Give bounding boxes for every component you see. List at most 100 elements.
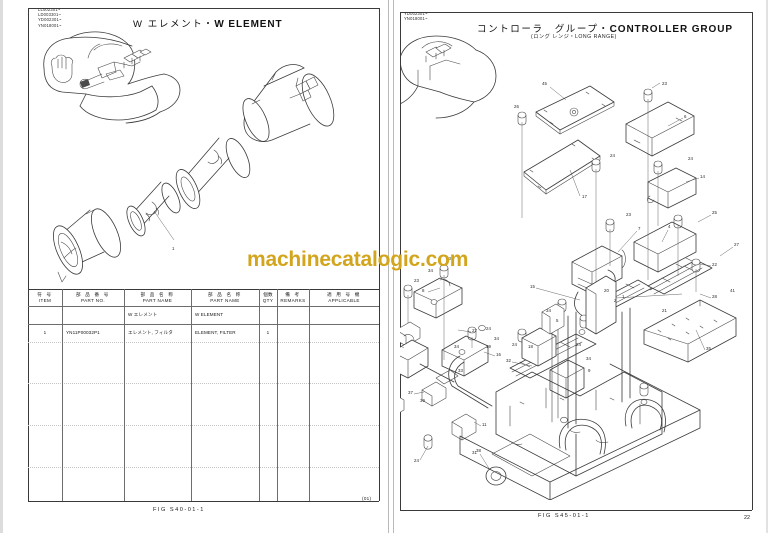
callout-leader-1: 1 — [153, 210, 175, 251]
table-row-qty: 1 — [266, 330, 270, 335]
machine-silhouette — [400, 35, 497, 119]
table-col-sep-partno — [124, 289, 125, 501]
callout-number-6: 6 — [684, 114, 687, 119]
side-panel-35 — [643, 299, 737, 363]
table-header-part-no: 部 品 番 号 PART NO. — [62, 292, 124, 304]
table-header-qty-en: QTY — [262, 298, 274, 303]
callout-number-22: 22 — [712, 262, 717, 267]
bolt — [639, 382, 649, 397]
valve-30 — [400, 334, 429, 379]
parts-table: 符 号 ITEM 部 品 番 号 PART NO. 部 品 名 称 PART N… — [28, 289, 379, 501]
left-illustration-air-cleaner: 1 — [28, 28, 379, 286]
page-edge-right — [766, 0, 768, 533]
nut — [560, 416, 568, 424]
table-header-part-no-jp: 部 品 番 号 — [75, 292, 111, 297]
callout-number-8: 8 — [422, 288, 425, 293]
valve-block-19 — [521, 327, 557, 367]
table-grouprow-rule — [28, 324, 379, 325]
callout-number-27b: 27 — [472, 328, 477, 333]
callout-number-34c: 34 — [546, 308, 551, 313]
right-illustration-controller-group: 45 26 23 6 24 24 14 17 23 7 25 — [400, 30, 752, 500]
callout-number-33: 33 — [458, 368, 463, 373]
callout-number-24: 24 — [610, 153, 615, 158]
callout-number-14: 14 — [700, 174, 705, 179]
callout-number-19: 19 — [486, 344, 491, 349]
callout-number-34d: 34 — [494, 336, 499, 341]
table-header-item-en: ITEM — [38, 298, 52, 303]
valve-block-9 — [549, 359, 585, 399]
table-header-part-no-en: PART NO. — [81, 298, 105, 303]
left-frame-left — [28, 8, 29, 501]
inner-filter-element — [126, 181, 181, 237]
callout-number-1: 1 — [172, 246, 175, 251]
air-cleaner-housing — [242, 64, 335, 142]
table-header-applicable-jp: 適 用 号 機 — [326, 292, 362, 297]
nut — [578, 329, 586, 335]
callout-number-34e: 34 — [586, 356, 591, 361]
table-col-sep-remarks — [309, 289, 310, 501]
callout-number-20: 20 — [604, 288, 609, 293]
table-header-rule — [28, 306, 379, 307]
table-header-part-name-en: 部 品 名 称 PART NAME — [191, 292, 259, 304]
right-figure-title-en: CONTROLLER GROUP — [609, 24, 733, 35]
callout-number-18: 18 — [528, 344, 533, 349]
callout-numbers: 45 26 23 6 24 24 14 17 23 7 25 — [400, 81, 739, 463]
callout-number-24c: 24 — [486, 326, 491, 331]
table-header-part-name-en-en: PART NAME — [210, 298, 240, 303]
table-col-sep-partname-jp — [191, 289, 192, 501]
callout-number-9: 9 — [588, 368, 591, 373]
table-header-remarks: 備 考 REMARKS — [277, 292, 309, 304]
callout-number-39: 39 — [420, 398, 425, 403]
right-figure-subtitle: (ロング レンジ・LONG RANGE) — [531, 34, 617, 40]
left-revision-code: (01) — [362, 496, 372, 501]
table-header-remarks-jp: 備 考 — [285, 292, 301, 297]
bracket-10 — [541, 303, 565, 335]
table-row-part-no: YN11P00032P1 — [66, 330, 100, 335]
table-header-part-name-en-jp: 部 品 名 称 — [207, 292, 243, 297]
callout-number-21: 21 — [662, 308, 667, 313]
right-figure-title-jp: コントローラ グループ・ — [477, 24, 610, 35]
callout-number-17: 17 — [582, 194, 587, 199]
callout-number-2: 2 — [614, 298, 617, 303]
bolt-24-lower — [419, 434, 433, 461]
callout-number-38: 38 — [476, 448, 481, 453]
table-col-sep-item — [62, 289, 63, 501]
callout-number-23d: 23 — [446, 256, 451, 261]
bolt — [605, 218, 615, 266]
cap-38 — [479, 453, 507, 486]
table-guide-row — [28, 383, 379, 384]
right-figure-number: FIG S45-01-1 — [538, 513, 590, 519]
callout-number-35: 35 — [706, 346, 711, 351]
table-group-row-name-jp: W エレメント — [128, 312, 158, 317]
callout-number-5: 5 — [556, 318, 559, 323]
controller-box-6 — [625, 101, 695, 157]
table-guide-row — [28, 342, 379, 343]
page-gutter-line-right — [393, 0, 394, 533]
callout-number-15: 15 — [530, 284, 535, 289]
valve-29 — [400, 321, 421, 347]
fitting-37 — [421, 381, 447, 407]
callout-number-24d: 24 — [512, 342, 517, 347]
nut — [640, 399, 648, 405]
fitting-11 — [451, 413, 477, 441]
bolt — [673, 214, 683, 276]
callout-number-11: 11 — [482, 422, 487, 427]
machine-body-outline — [43, 31, 181, 124]
bolt — [691, 258, 701, 292]
table-header-qty-jp: 個数 — [263, 292, 273, 297]
callout-number-24b: 24 — [688, 156, 693, 161]
callout-number-32: 32 — [506, 358, 511, 363]
table-guide-row — [28, 467, 379, 468]
right-serial-numbers: YD002301~ YN018001~ — [404, 11, 428, 22]
table-header-remarks-en: REMARKS — [280, 298, 306, 303]
callout-number-34: 34 — [428, 268, 433, 273]
table-header-applicable: 適 用 号 機 APPLICABLE — [309, 292, 379, 304]
left-figure-title: W エレメント・W ELEMENT — [133, 14, 283, 32]
right-page-number: 22 — [744, 515, 750, 521]
callout-number-25: 25 — [712, 210, 717, 215]
table-header-part-name-jp: 部 品 名 称 PART NAME — [124, 292, 191, 304]
callout-number-1r: 1 — [622, 294, 625, 299]
chassis-frame — [419, 307, 701, 500]
bolt — [439, 264, 449, 360]
